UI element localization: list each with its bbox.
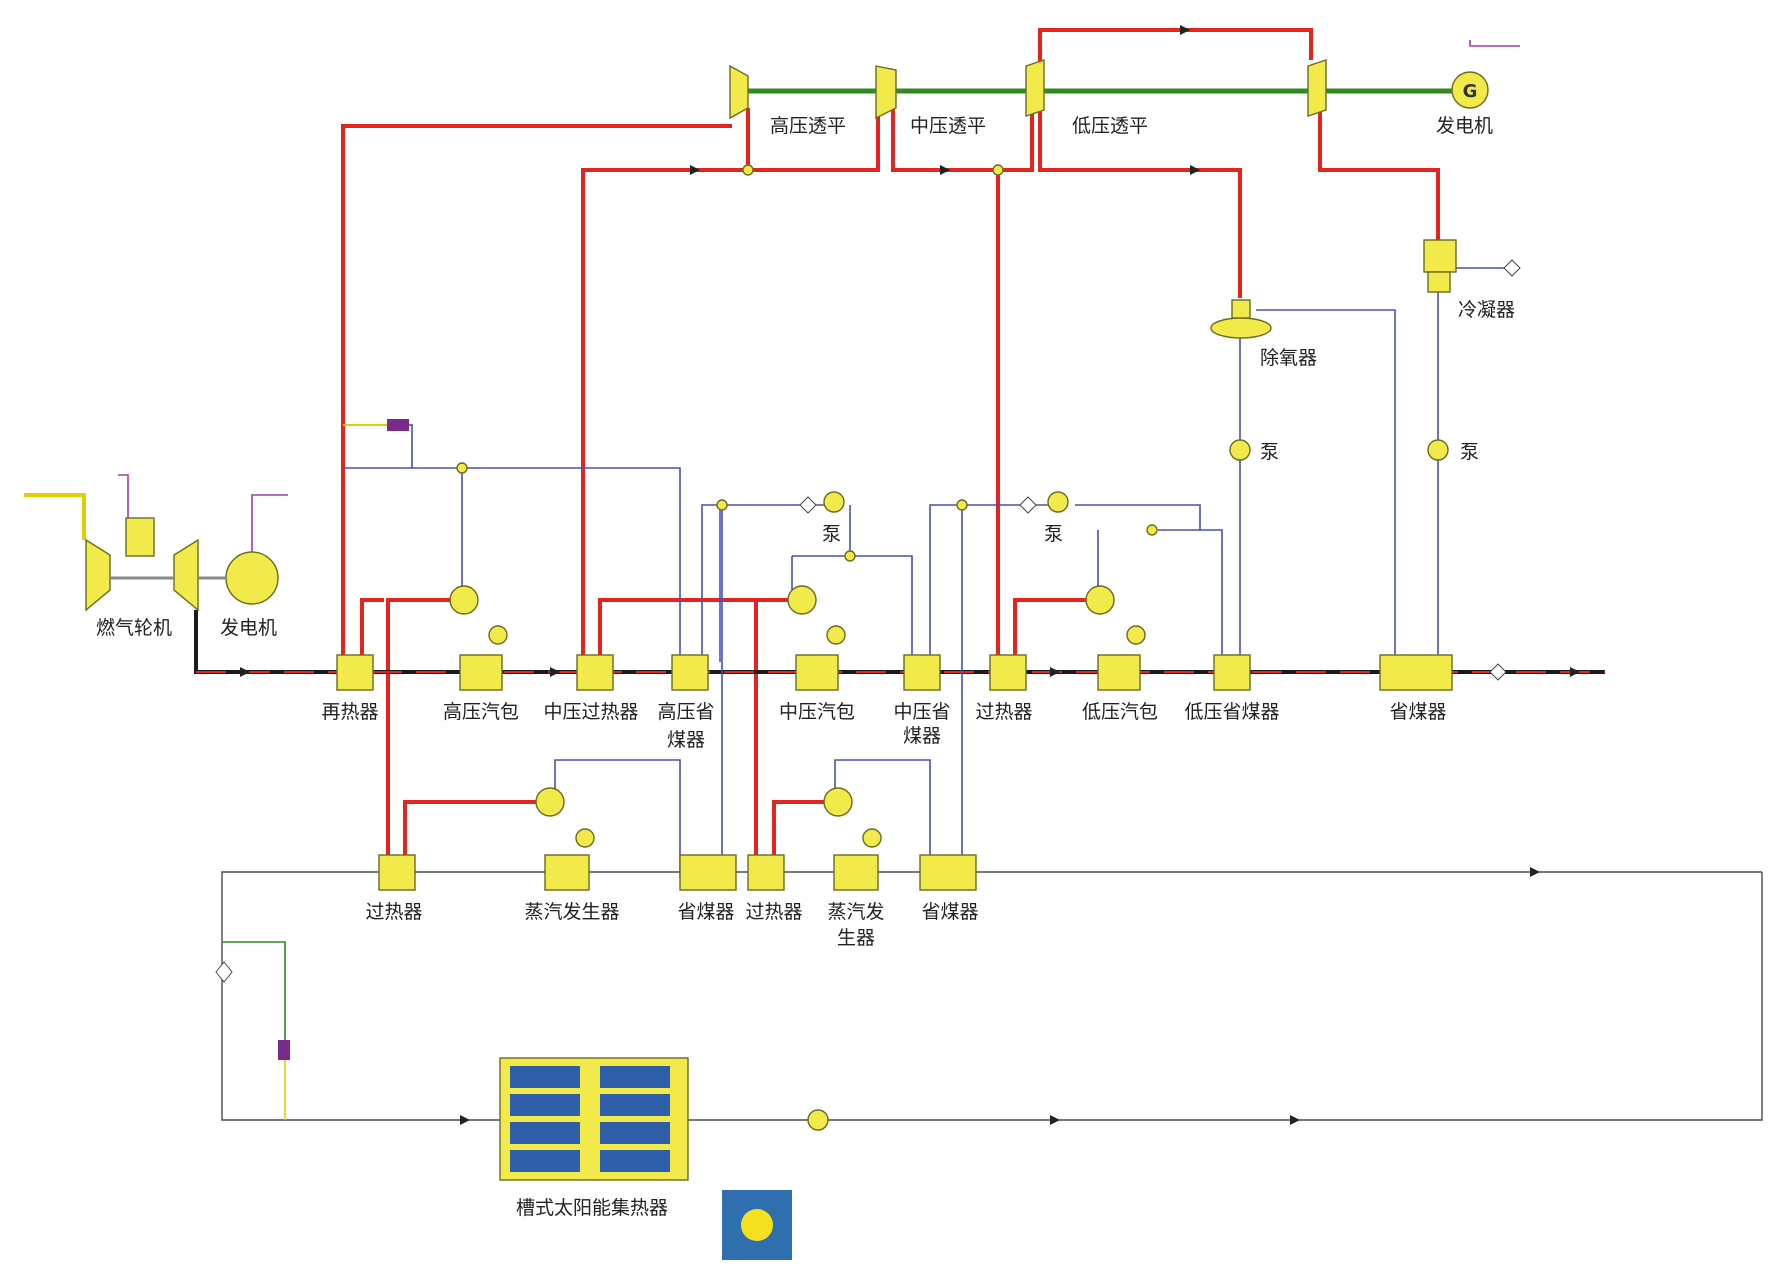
label-ip-drum: 中压汽包 [778,701,856,723]
generator-gt [225,551,279,605]
label-pump-lp: 泵 [1044,523,1064,545]
label-hp-turbine: 高压透平 [770,115,847,137]
label-solar-economizer-2: 省煤器 [921,901,979,923]
label-reheater: 再热器 [321,701,379,723]
hp-turbine [729,64,749,120]
ip-superheater-box [576,654,614,691]
trough-collector [499,1057,689,1181]
flow-arrows [240,25,1580,1125]
label-pump-deaerator: 泵 [1260,441,1280,463]
condenser [1423,239,1521,293]
superheater-box [989,654,1027,691]
pump-lp [1047,491,1069,513]
pump-condenser [1427,439,1449,461]
solar-row [378,787,977,891]
label-solar-superheater-1: 过热器 [365,901,423,923]
generator-g-symbol: G [1463,81,1478,102]
solar-superheater-2-box [747,854,785,891]
label-steam-generator-1: 蒸汽发生器 [524,901,620,923]
steam-lines [341,28,1440,860]
label-steam-generator-2b: 生器 [836,927,876,949]
lp-turbine-2 [1307,59,1327,117]
reheater-box [336,654,374,691]
deaerator [1210,299,1272,339]
label-ip-turbine: 中压透平 [910,115,987,137]
lp-economizer-box [1213,654,1251,691]
ip-turbine [875,65,897,120]
label-trough-collector: 槽式太阳能集热器 [515,1197,669,1219]
label-solar-economizer-1: 省煤器 [677,901,735,923]
label-generator-gt: 发电机 [220,617,278,639]
ip-drum-box [795,654,839,691]
solar-economizer-1-box [679,854,737,891]
lp-drum-box [1097,654,1141,691]
label-steam-generator-2a: 蒸汽发 [827,901,885,923]
hp-drum-box [459,654,503,691]
pump-deaerator [1229,439,1251,461]
lp-turbine [1025,59,1045,117]
label-ip-economizer-2: 煤器 [902,725,942,747]
label-deaerator: 除氧器 [1260,347,1318,369]
label-hp-economizer-2: 煤器 [666,729,706,751]
label-lp-drum: 低压汽包 [1081,701,1159,723]
solar-economizer-2-box [919,854,977,891]
steam-generator-1-box [544,854,590,891]
label-hp-economizer-1: 高压省 [657,701,715,723]
hrsg-row [336,585,1453,691]
label-generator-top: 发电机 [1436,115,1494,137]
hp-economizer-box [671,654,709,691]
water-lines [343,267,1520,878]
label-lp-turbine: 低压透平 [1072,115,1149,137]
label-ip-superheater: 中压过热器 [543,701,639,723]
ip-economizer-box [903,654,941,691]
label-economizer: 省煤器 [1389,701,1447,723]
label-pump-ip: 泵 [822,523,842,545]
label-lp-economizer: 低压省煤器 [1184,701,1280,723]
economizer-box [1379,654,1453,691]
solar-superheater-1-box [378,854,416,891]
steam-generator-2-box [833,854,879,891]
label-superheater: 过热器 [975,701,1033,723]
sun-icon [722,1190,792,1260]
label-gas-turbine: 燃气轮机 [96,617,173,639]
label-pump-condenser: 泵 [1460,441,1480,463]
gas-turbine [85,517,199,612]
pump-ip [823,491,845,513]
label-hp-drum: 高压汽包 [442,701,520,723]
label-condenser: 冷凝器 [1458,299,1516,321]
label-ip-economizer-1: 中压省 [893,701,951,723]
generator-top: G [1451,71,1489,109]
fuel-line [24,493,86,540]
oil-loop [221,871,1763,1121]
label-solar-superheater-2: 过热器 [745,901,803,923]
